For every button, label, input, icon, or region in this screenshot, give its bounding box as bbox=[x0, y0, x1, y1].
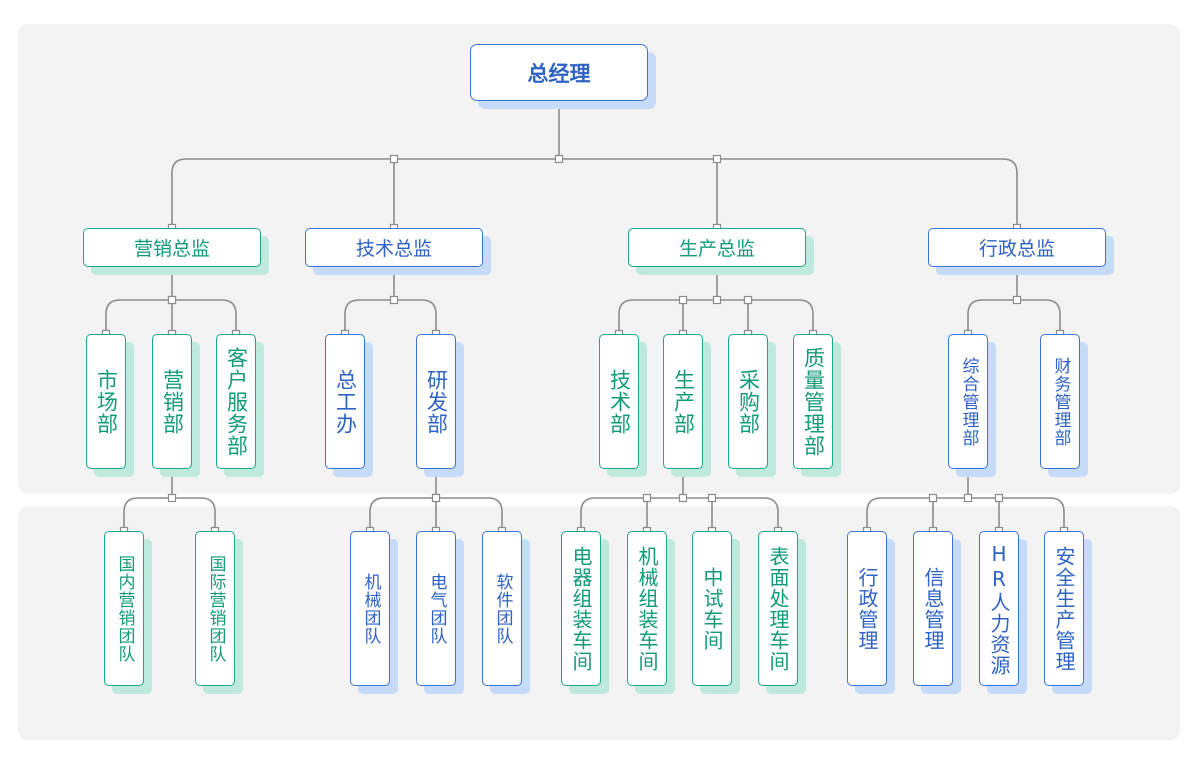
node-production-dept[interactable]: 生产部 bbox=[663, 334, 703, 469]
node-quality-dept[interactable]: 质量管理部 bbox=[793, 334, 833, 469]
node-finance-dept[interactable]: 财务管理部 bbox=[1040, 334, 1080, 469]
connector-branch bbox=[344, 299, 360, 334]
node-chief-engineer-office[interactable]: 总工办 bbox=[325, 334, 365, 469]
connector-handle bbox=[707, 493, 717, 503]
node-production-director[interactable]: 生产总监 bbox=[628, 228, 806, 267]
connector-branch bbox=[1002, 158, 1018, 228]
node-software-team[interactable]: 软件团队 bbox=[482, 531, 522, 686]
node-hr[interactable]: HR人力资源 bbox=[979, 531, 1019, 686]
connector-handle bbox=[678, 493, 688, 503]
connector-branch bbox=[487, 497, 503, 531]
connector-handle bbox=[1012, 295, 1022, 305]
node-mechanical-team[interactable]: 机械团队 bbox=[350, 531, 390, 686]
connector-branch bbox=[123, 497, 139, 531]
node-customer-service-dept[interactable]: 客户服务部 bbox=[216, 334, 256, 469]
connector-handle bbox=[963, 493, 973, 503]
connector-handle bbox=[389, 154, 399, 164]
node-surface-treatment-workshop[interactable]: 表面处理车间 bbox=[758, 531, 798, 686]
connector-branch bbox=[967, 299, 983, 334]
connector-branch bbox=[580, 497, 596, 531]
connector-branch bbox=[618, 299, 634, 334]
connector-handle bbox=[389, 295, 399, 305]
connector-handle bbox=[167, 295, 177, 305]
node-mechanical-assembly-workshop[interactable]: 机械组装车间 bbox=[627, 531, 667, 686]
connector-handle bbox=[167, 493, 177, 503]
connector-handle bbox=[928, 493, 938, 503]
connector-branch bbox=[798, 299, 814, 334]
connector-handle bbox=[678, 295, 688, 305]
node-sales-dept[interactable]: 营销部 bbox=[152, 334, 192, 469]
connector-branch bbox=[866, 497, 882, 531]
connector-branch bbox=[200, 497, 216, 531]
node-safety-management[interactable]: 安全生产管理 bbox=[1044, 531, 1084, 686]
node-purchasing-dept[interactable]: 采购部 bbox=[728, 334, 768, 469]
connector-branch bbox=[763, 497, 779, 531]
node-marketing-director[interactable]: 营销总监 bbox=[83, 228, 261, 267]
node-market-dept[interactable]: 市场部 bbox=[86, 334, 126, 469]
connector-handle bbox=[994, 493, 1004, 503]
node-international-sales-team[interactable]: 国际营销团队 bbox=[195, 531, 235, 686]
connector-branch bbox=[1049, 497, 1065, 531]
connector-handle bbox=[712, 295, 722, 305]
node-rnd-dept[interactable]: 研发部 bbox=[416, 334, 456, 469]
node-general-manager[interactable]: 总经理 bbox=[470, 44, 648, 101]
connector-handle bbox=[554, 154, 564, 164]
node-technical-director[interactable]: 技术总监 bbox=[305, 228, 483, 267]
connector-branch bbox=[171, 158, 187, 228]
connector-handle bbox=[743, 295, 753, 305]
connector-branch bbox=[421, 299, 437, 334]
node-domestic-sales-team[interactable]: 国内营销团队 bbox=[104, 531, 144, 686]
node-electrical-team[interactable]: 电气团队 bbox=[416, 531, 456, 686]
node-pilot-workshop[interactable]: 中试车间 bbox=[692, 531, 732, 686]
connector-branch bbox=[1045, 299, 1061, 334]
connector-branch bbox=[369, 497, 385, 531]
connector-handle bbox=[431, 493, 441, 503]
node-general-admin-dept[interactable]: 综合管理部 bbox=[948, 334, 988, 469]
node-tech-dept[interactable]: 技术部 bbox=[599, 334, 639, 469]
connector-handle bbox=[642, 493, 652, 503]
node-electrical-assembly-workshop[interactable]: 电器组装车间 bbox=[561, 531, 601, 686]
node-admin-management[interactable]: 行政管理 bbox=[847, 531, 887, 686]
node-information-management[interactable]: 信息管理 bbox=[913, 531, 953, 686]
connector-branch bbox=[105, 299, 121, 334]
connector-handle bbox=[712, 154, 722, 164]
connector-branch bbox=[221, 299, 237, 334]
node-admin-director[interactable]: 行政总监 bbox=[928, 228, 1106, 267]
